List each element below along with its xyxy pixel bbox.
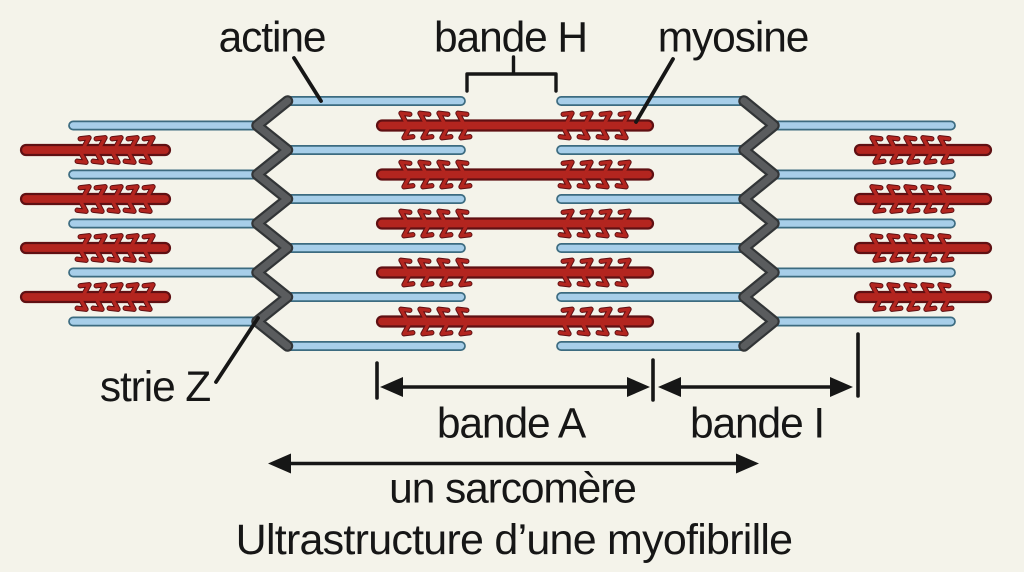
svg-text:strie Z: strie Z [100, 364, 210, 411]
svg-text:bande A: bande A [437, 401, 587, 448]
svg-text:bande H: bande H [434, 15, 587, 62]
svg-text:bande I: bande I [690, 401, 824, 448]
svg-text:myosine: myosine [658, 15, 809, 62]
svg-text:Ultrastructure d’une myofibril: Ultrastructure d’une myofibrille [236, 516, 793, 564]
svg-text:un sarcomère: un sarcomère [389, 466, 636, 513]
svg-text:actine: actine [219, 15, 326, 62]
